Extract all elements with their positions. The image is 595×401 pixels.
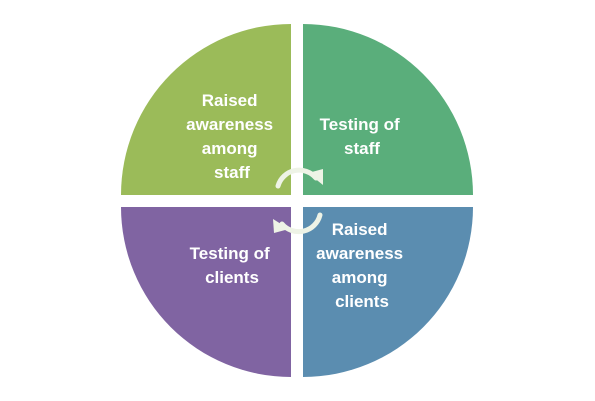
label-line: staff: [214, 163, 250, 182]
label-line: Testing of: [320, 115, 400, 134]
label-line: awareness: [186, 115, 273, 134]
quadrant-label-bottom-right: Raised awareness among clients: [316, 220, 408, 311]
label-line: clients: [335, 292, 389, 311]
quadrant-bottom-left: [121, 207, 291, 377]
quadrant-top-left: [121, 24, 291, 195]
label-line: awareness: [316, 244, 403, 263]
quadrant-label-top-left: Raised awareness among staff: [186, 91, 278, 182]
label-line: Testing of: [190, 244, 270, 263]
label-line: Raised: [202, 91, 258, 110]
label-line: among: [332, 268, 388, 287]
quadrant-bottom-right: [303, 207, 473, 377]
label-line: clients: [205, 268, 259, 287]
label-line: Raised: [332, 220, 388, 239]
cycle-arrows-icon: [273, 167, 323, 235]
quadrant-label-bottom-left: Testing of clients: [190, 244, 275, 287]
label-line: staff: [344, 139, 380, 158]
quadrant-top-right: [303, 24, 473, 195]
label-line: among: [202, 139, 258, 158]
quadrant-label-top-right: Testing of staff: [320, 115, 405, 158]
